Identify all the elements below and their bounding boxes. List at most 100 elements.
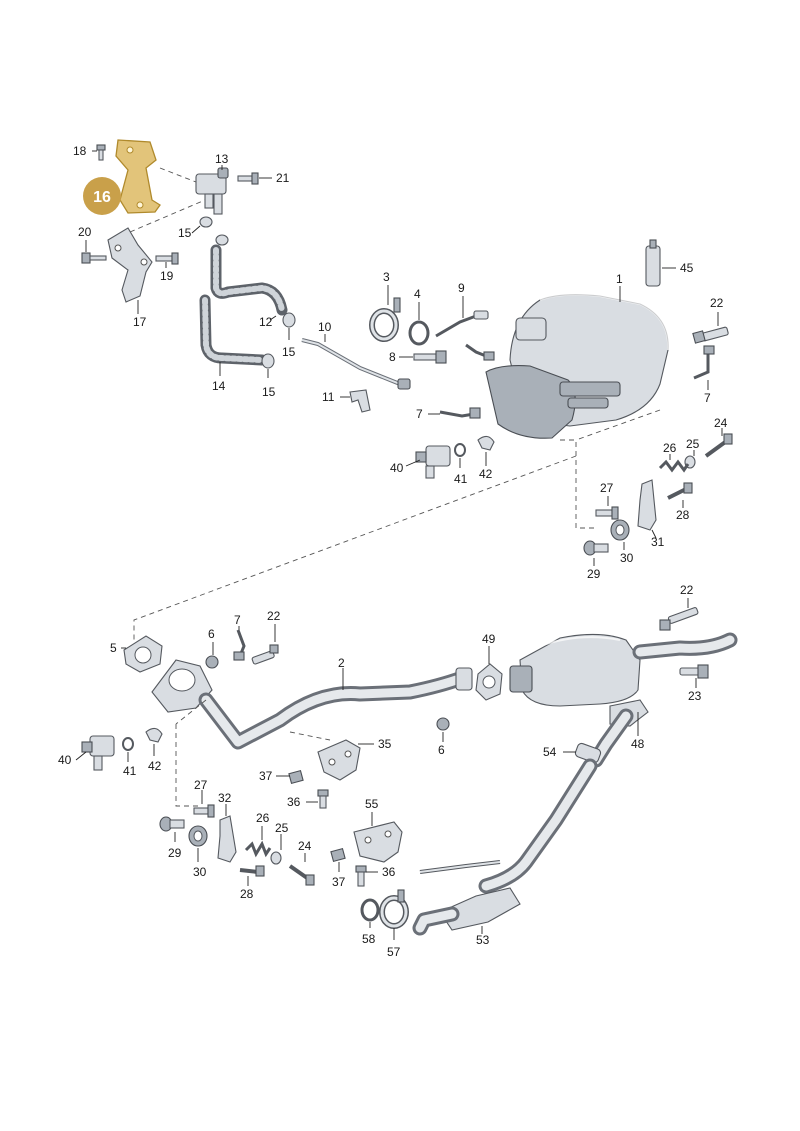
hose-clamp-part-15c	[261, 353, 275, 369]
sensor-part-7b	[439, 407, 481, 419]
callout-6b: 6	[438, 743, 445, 757]
hose-clamp-part-15	[199, 216, 229, 246]
callout-35: 35	[378, 737, 392, 751]
callout-10: 10	[318, 320, 332, 334]
callout-30b: 30	[193, 865, 207, 879]
highlighted-bracket-part-16[interactable]	[115, 139, 161, 214]
rubber-mount-part-29b	[159, 816, 185, 832]
clamp-part-42a	[477, 435, 495, 451]
sensor-part-7c	[693, 345, 715, 380]
callout-49: 49	[482, 632, 496, 646]
bracket-part-32	[217, 815, 237, 863]
callout-27a: 27	[600, 481, 614, 495]
pressure-sensor-part-40a	[415, 445, 451, 479]
callout-22a: 22	[710, 296, 724, 310]
hose-clamp-part-15b	[282, 312, 296, 328]
callout-9: 9	[458, 281, 465, 295]
bracket-part-31	[637, 479, 657, 531]
callout-23: 23	[688, 689, 702, 703]
bracket-part-17	[107, 227, 153, 303]
callout-32: 32	[218, 791, 232, 805]
seal-ring-part-41a	[454, 443, 466, 457]
rear-muffler-part-53	[412, 758, 598, 936]
clip-nut-part-37b	[330, 847, 346, 863]
callout-41b: 41	[123, 764, 137, 778]
callout-42a: 42	[479, 467, 493, 481]
rubber-mount-part-29a	[583, 540, 609, 556]
callout-45: 45	[680, 261, 694, 275]
callout-36a: 36	[287, 795, 301, 809]
callout-4: 4	[414, 287, 421, 301]
bolt-part-27a	[595, 506, 619, 520]
sensor-part-22c	[659, 607, 699, 631]
spring-part-26a	[658, 459, 690, 473]
callout-20: 20	[78, 225, 92, 239]
callout-26b: 26	[256, 811, 270, 825]
seal-ring-part-41b	[122, 737, 134, 751]
sensor-part-7d	[233, 629, 246, 661]
clip-nut-part-37a	[288, 769, 304, 785]
screw-part-20	[81, 252, 107, 264]
sensor-part-23	[679, 664, 709, 679]
callout-18: 18	[73, 144, 87, 158]
screw-part-18	[96, 144, 106, 161]
callout-7b: 7	[704, 391, 711, 405]
front-exhaust-pipe-part-2	[151, 659, 473, 750]
callout-48: 48	[631, 737, 645, 751]
callout-29b: 29	[168, 846, 182, 860]
sensor-part-9	[435, 310, 489, 338]
callout-37a: 37	[259, 769, 273, 783]
bolt-part-24a	[704, 433, 733, 458]
callout-36b: 36	[382, 865, 396, 879]
seal-ring-part-58	[360, 898, 380, 922]
callout-30a: 30	[620, 551, 634, 565]
callout-13: 13	[215, 152, 229, 166]
callout-26a: 26	[663, 441, 677, 455]
callout-3: 3	[383, 270, 390, 284]
screw-part-19	[155, 252, 179, 265]
callout-14: 14	[212, 379, 226, 393]
callout-57: 57	[387, 945, 401, 959]
callout-41a: 41	[454, 472, 468, 486]
clamp-part-57	[379, 889, 409, 929]
callout-15a: 15	[178, 226, 192, 240]
callout-24a: 24	[714, 416, 728, 430]
callout-21: 21	[276, 171, 290, 185]
gasket-part-5	[123, 635, 163, 673]
callout-8: 8	[389, 350, 396, 364]
part-badge-16[interactable]: 16	[83, 177, 121, 215]
callout-22c: 22	[680, 583, 694, 597]
pressure-sensor-part-13	[195, 167, 229, 215]
callout-37b: 37	[332, 875, 346, 889]
pressure-hose-part-12	[210, 244, 288, 316]
washer-part-25b	[270, 851, 282, 865]
callout-7a: 7	[416, 407, 423, 421]
callout-25b: 25	[275, 821, 289, 835]
gasket-part-49	[475, 663, 503, 701]
nut-part-6a	[205, 655, 219, 669]
sensor-part-22a	[692, 326, 729, 344]
clamp-part-42b	[145, 727, 163, 743]
pressure-hose-part-14	[199, 294, 268, 366]
sensor-part-7a	[465, 343, 495, 361]
exhaust-mount-part-35	[317, 739, 361, 781]
bolt-part-28a	[667, 482, 693, 500]
callout-25a: 25	[686, 437, 700, 451]
screw-part-21	[237, 172, 259, 185]
rubber-mount-part-30b	[188, 825, 208, 847]
callout-28a: 28	[676, 508, 690, 522]
pressure-pipe-part-10	[301, 338, 411, 390]
callout-54: 54	[543, 745, 557, 759]
clip-part-11	[349, 389, 371, 413]
callout-40b: 40	[58, 753, 72, 767]
bolt-part-24b	[288, 864, 315, 886]
spring-part-26b	[244, 840, 272, 858]
callout-6a: 6	[208, 627, 215, 641]
callout-27b: 27	[194, 778, 208, 792]
callout-17: 17	[133, 315, 147, 329]
callout-53: 53	[476, 933, 490, 947]
clamp-part-54	[574, 742, 602, 764]
particulate-filter-part-1	[485, 293, 670, 439]
callout-19: 19	[160, 269, 174, 283]
callout-58: 58	[362, 932, 376, 946]
